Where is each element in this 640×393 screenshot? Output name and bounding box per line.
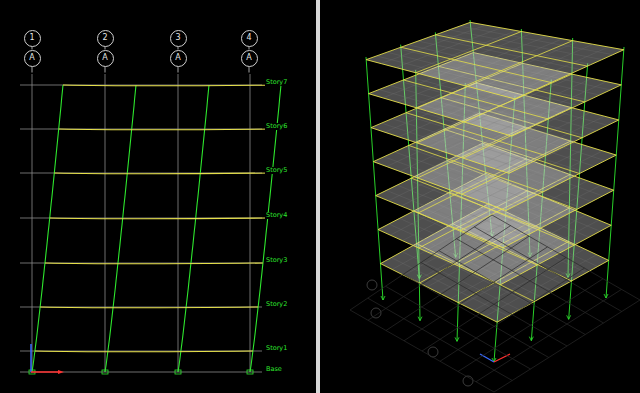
story-label: Story2 xyxy=(265,301,288,308)
bubble-leader xyxy=(32,67,33,73)
support-symbol xyxy=(247,370,253,374)
axis-arrow xyxy=(58,370,64,374)
support-symbol xyxy=(381,296,385,300)
slab-mesh xyxy=(500,47,609,95)
panel-divider xyxy=(316,0,320,393)
slab-mesh xyxy=(439,34,591,65)
slab-mesh xyxy=(429,37,581,69)
story-label: Story3 xyxy=(265,257,288,264)
axis-x xyxy=(31,371,58,373)
support-symbol xyxy=(102,370,108,374)
building-3d xyxy=(366,20,624,386)
bubble-leader xyxy=(249,67,250,73)
deformed-beam xyxy=(59,128,277,130)
deformed-column xyxy=(32,85,63,372)
slab-mesh xyxy=(460,26,613,55)
bubble-leader xyxy=(178,67,179,73)
grid-bubble: A xyxy=(24,50,41,67)
grid-bubble-3d xyxy=(367,280,377,290)
bubble-leader xyxy=(105,67,106,73)
floor-slab xyxy=(366,22,624,99)
grid-bubble: 2 xyxy=(97,30,114,47)
support-symbol xyxy=(604,294,608,298)
deformed-beam xyxy=(50,217,268,219)
grid-line xyxy=(178,74,179,372)
slab-mesh xyxy=(470,42,578,88)
story-grid-line xyxy=(20,351,262,352)
ground-grid xyxy=(440,268,585,361)
axis-z xyxy=(30,344,32,372)
ground-grid xyxy=(458,279,603,372)
ground-grid xyxy=(474,227,622,312)
story-label: Story6 xyxy=(265,123,288,130)
axis-x xyxy=(494,354,510,362)
story-label: Story1 xyxy=(265,345,288,352)
support-symbol xyxy=(418,317,422,321)
ground-grid xyxy=(457,239,604,323)
ground-grid xyxy=(422,258,566,352)
beam xyxy=(465,41,572,86)
deformed-beam xyxy=(54,172,272,174)
deformed-beam xyxy=(45,262,263,264)
grid-label: A xyxy=(29,54,34,62)
axis-y xyxy=(480,354,494,362)
grid-label: 1 xyxy=(29,34,34,42)
grid-bubble: 4 xyxy=(241,30,258,47)
beam xyxy=(416,31,522,72)
deformed-beam xyxy=(35,350,253,352)
slab-mesh xyxy=(449,30,602,60)
deformed-beam xyxy=(63,84,281,86)
support-symbol xyxy=(567,315,571,319)
deformed-column xyxy=(105,85,136,372)
grid-label: A xyxy=(102,54,107,62)
ground-grid xyxy=(439,251,586,335)
grid-bubble: A xyxy=(170,50,187,67)
story-label: Story5 xyxy=(265,167,288,174)
grid-label: 3 xyxy=(175,34,180,42)
ground-grid xyxy=(494,300,640,392)
support-symbol xyxy=(529,337,533,341)
story-label: Story4 xyxy=(265,212,288,219)
grid-line xyxy=(250,74,251,372)
grid-label: 2 xyxy=(102,34,107,42)
grid-label: A xyxy=(246,54,251,62)
ground-grid xyxy=(492,215,640,300)
slab-mesh xyxy=(485,44,593,91)
story-label: Base xyxy=(265,366,283,373)
grid-line xyxy=(32,74,33,372)
deformed-column xyxy=(178,85,209,372)
beam xyxy=(436,35,588,66)
ground-grid xyxy=(476,289,622,381)
deformed-beam xyxy=(40,306,258,308)
story-grid-line xyxy=(20,372,262,373)
grid-label: 4 xyxy=(246,34,251,42)
support-symbol xyxy=(455,337,459,341)
grid-bubble: 1 xyxy=(24,30,41,47)
support-symbol xyxy=(175,370,181,374)
story-grid-line xyxy=(20,263,262,264)
grid-bubble: A xyxy=(97,50,114,67)
beam xyxy=(401,47,551,82)
grid-line xyxy=(105,74,106,372)
ground-grid xyxy=(421,263,567,347)
story-grid-line xyxy=(20,307,262,308)
grid-bubble: 3 xyxy=(170,30,187,47)
grid-bubble: A xyxy=(241,50,258,67)
grid-label: A xyxy=(175,54,180,62)
story-label: Story7 xyxy=(265,79,288,86)
slab-mesh xyxy=(455,39,562,83)
